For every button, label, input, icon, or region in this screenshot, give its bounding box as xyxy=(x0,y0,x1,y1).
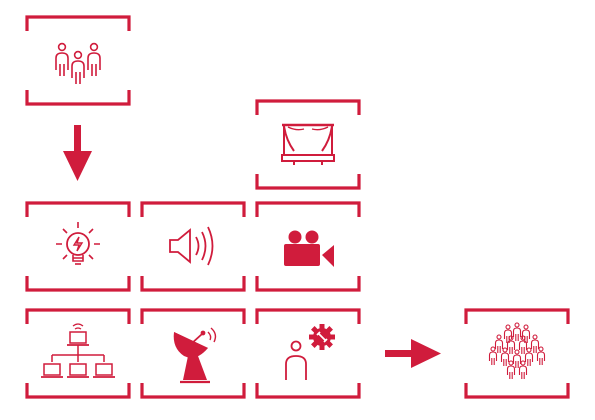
tile-frame xyxy=(255,99,361,190)
tile-audience xyxy=(464,308,570,399)
tile-video xyxy=(255,201,361,292)
computer-network-icon xyxy=(40,323,116,378)
tile-sound xyxy=(140,201,246,292)
tile-team xyxy=(25,15,131,106)
crowd-icon xyxy=(488,322,546,380)
satellite-dish-icon xyxy=(173,327,217,384)
light-bulb-icon xyxy=(56,222,100,265)
video-camera-icon xyxy=(284,230,334,267)
tile-network xyxy=(25,308,131,399)
speaker-icon xyxy=(169,226,214,266)
arrow-down-icon xyxy=(63,125,92,181)
theater-stage-icon xyxy=(281,123,335,165)
arrow-right-icon xyxy=(385,339,441,368)
tile-lighting xyxy=(25,201,131,292)
tile-technician xyxy=(255,308,361,399)
tile-frame xyxy=(255,308,361,399)
tile-stage xyxy=(255,99,361,190)
tile-satellite xyxy=(140,308,246,399)
people-group-icon xyxy=(55,42,101,85)
tile-frame xyxy=(140,201,246,292)
technician-gear-icon xyxy=(285,324,335,380)
